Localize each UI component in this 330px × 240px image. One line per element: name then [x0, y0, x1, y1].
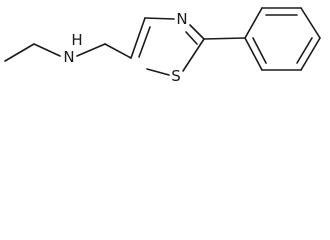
bond-ph-c4-c5: [300, 37, 321, 71]
chemical-structure-diagram: N H N S: [4, 7, 321, 85]
bond-c2-n3-double-outer: [189, 24, 205, 40]
bond-n-methylene: [76, 43, 106, 57]
bond-n3-c4: [144, 17, 175, 20]
bond-methylene-c5: [104, 43, 132, 59]
bond-ph-c6-c1: [244, 37, 263, 71]
bond-c4-c5-outer: [130, 17, 146, 59]
bond-ph-c1-c2: [244, 7, 263, 39]
bond-c5-s1: [146, 68, 170, 76]
bond-ethyl-ch2-n: [33, 43, 61, 57]
bond-ph-double-left: [252, 37, 267, 64]
bond-ethyl-ch3-ch2: [4, 43, 35, 62]
atom-amine-hydrogen: H: [71, 31, 82, 49]
atom-amine-nitrogen: N: [63, 48, 74, 66]
bond-c4-c5-inner: [138, 26, 151, 58]
atom-ring-nitrogen: N: [176, 10, 187, 28]
atom-ring-sulfur: S: [171, 67, 181, 85]
bond-c2-phenyl: [203, 37, 246, 40]
bond-ph-c3-c4: [300, 7, 321, 39]
bond-c2-n3-double-inner: [185, 31, 198, 45]
bond-s1-c2: [182, 38, 205, 72]
bond-ph-double-right: [296, 37, 313, 64]
